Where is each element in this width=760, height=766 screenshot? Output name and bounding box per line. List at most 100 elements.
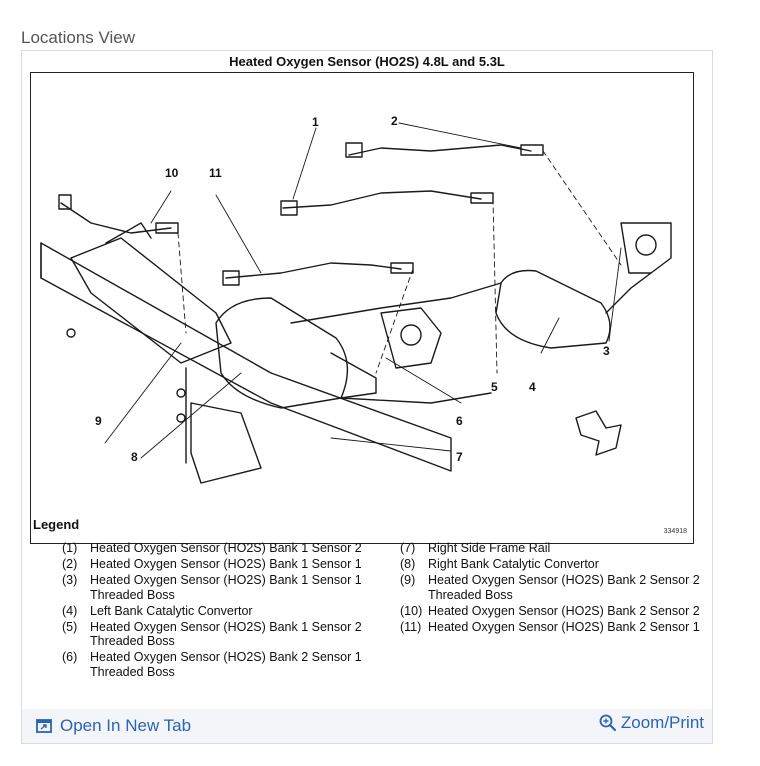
left-manifold-flange [620,222,672,274]
leader-10 [150,190,172,224]
frame-hole [176,388,186,398]
sensor-body [470,192,494,204]
left-catalytic-convertor [495,269,611,349]
leader-7 [330,437,452,452]
right-cat-outlet [330,352,377,399]
callout-9: 9 [95,414,102,428]
sensor-body [390,262,414,274]
legend-item: (8) Right Bank Catalytic Convertor [400,557,700,572]
legend-number: (10) [400,603,423,618]
frame-rail [40,242,452,472]
legend-text: Right Side Frame Rail [428,541,551,555]
sensor-lead-10 [60,202,172,234]
zoom-print-link[interactable]: Zoom/Print [599,713,704,733]
legend-number: (1) [62,541,78,555]
zoom-icon [599,714,616,732]
crossover-pipe [290,282,502,324]
legend-item: (2)Heated Oxygen Sensor (HO2S) Bank 1 Se… [62,557,362,572]
flange-opening [635,234,657,256]
leader-2-dashed [542,150,622,266]
legend-item: (7) Right Side Frame Rail [400,541,700,556]
callout-7: 7 [456,450,463,464]
legend-text: Right Bank Catalytic Convertor [428,557,599,571]
open-in-new-tab-label: Open In New Tab [60,716,192,735]
legend-number: (9) [400,573,416,587]
callout-4: 4 [529,380,536,394]
legend-number: (8) [400,557,416,571]
sensor-lead-1 [282,190,482,209]
leader-6-dashed [375,268,414,374]
leader-3 [608,247,622,342]
frame-hole [66,328,76,338]
leader-4 [540,317,560,354]
figure-title: Heated Oxygen Sensor (HO2S) 4.8L and 5.3… [229,54,505,69]
legend-text: Heated Oxygen Sensor (HO2S) Bank 2 Senso… [428,603,700,618]
leader-10-dashed [177,232,187,334]
legend-item: (6) Heated Oxygen Sensor (HO2S) Bank 2 Se… [62,650,362,679]
sensor-lead-2 [348,144,532,156]
flange-opening [400,324,422,346]
callout-2: 2 [391,114,398,128]
connector [280,200,298,216]
page-title: Locations View [21,28,136,47]
legend-text: Heated Oxygen Sensor (HO2S) Bank 1 Senso… [90,541,362,555]
legend-number: (3) [62,573,78,587]
connector [58,194,72,210]
right-outlet-pipe [340,392,492,404]
leader-2 [398,122,522,149]
callout-11: 11 [209,166,222,180]
leader-9 [104,342,182,444]
legend-number: (11) [400,619,422,634]
sensor-body [520,144,544,156]
pipe-flange [105,222,152,244]
legend-right-column: (7) Right Side Frame Rail (8) Right Bank C… [400,541,700,636]
legend-number: (6) [62,650,78,664]
leader-11 [215,194,262,274]
left-cat-inlet [605,272,652,314]
legend-text: Left Bank Catalytic Convertor [90,603,253,618]
exhaust-diagram: 1 2 3 4 5 6 7 8 9 10 11 334918 [40,114,687,535]
leader-5-dashed [492,198,498,374]
right-bank-pipe [70,237,232,364]
connector [345,142,363,158]
figure-id: 334918 [664,528,687,535]
legend-text: Heated Oxygen Sensor (HO2S) Bank 1 Senso… [90,557,362,571]
connector [222,270,240,286]
legend-text: Heated Oxygen Sensor (HO2S) Bank 1 Senso… [90,619,362,649]
callout-8: 8 [131,450,138,464]
legend-left-column: (1) Heated Oxygen Sensor (HO2S) Bank 1 Se… [62,541,362,681]
frame-hole [176,413,186,423]
leader-6 [385,357,462,404]
open-in-new-tab-link[interactable]: Open In New Tab [36,716,191,736]
legend-heading: Legend [33,517,80,532]
leader-8 [140,372,242,459]
legend-number: (5) [62,619,78,634]
zoom-print-label: Zoom/Print [620,713,704,732]
right-manifold-flange [380,307,442,369]
callout-5: 5 [491,380,498,394]
legend-text: Heated Oxygen Sensor (HO2S) Bank 1 Senso… [90,573,362,602]
legend-item: (4) Left Bank Catalytic Convertor [62,604,362,619]
sensor-body [155,222,179,234]
diagram-figure: Heated Oxygen Sensor (HO2S) 4.8L and 5.3… [30,51,704,555]
legend-item: (10) Heated Oxygen Sensor (HO2S) Bank 2 S… [400,604,700,619]
legend-number: (7) [400,541,416,555]
legend-item: (3) Heated Oxygen Sensor (HO2S) Bank 1 Se… [62,573,362,602]
panel-footer: Open In New Tab Zoom/Print [22,709,712,743]
legend-text: Heated Oxygen Sensor (HO2S) Bank 2 Senso… [90,650,362,679]
right-catalytic-convertor [215,297,349,409]
locations-panel: Heated Oxygen Sensor (HO2S) 4.8L and 5.3… [21,50,713,744]
callout-1: 1 [312,115,319,129]
leader-1 [292,127,317,200]
new-tab-icon [36,719,52,733]
legend-number: (4) [62,603,78,618]
legend-item: (1) Heated Oxygen Sensor (HO2S) Bank 1 Se… [62,541,362,556]
legend-text: Heated Oxygen Sensor (HO2S) Bank 2 Senso… [428,619,700,634]
diagram-frame: 1 2 3 4 5 6 7 8 9 10 11 334918 [30,72,694,544]
legend-item: (9) Heated Oxygen Sensor (HO2S) Bank 2 Se… [400,573,700,602]
callout-3: 3 [603,344,610,358]
direction-arrow [575,410,622,456]
legend-text: Heated Oxygen Sensor (HO2S) Bank 2 Senso… [428,573,700,602]
sensor-lead-11 [225,262,402,279]
legend-item: (5) Heated Oxygen Sensor (HO2S) Bank 1 Se… [62,620,362,649]
